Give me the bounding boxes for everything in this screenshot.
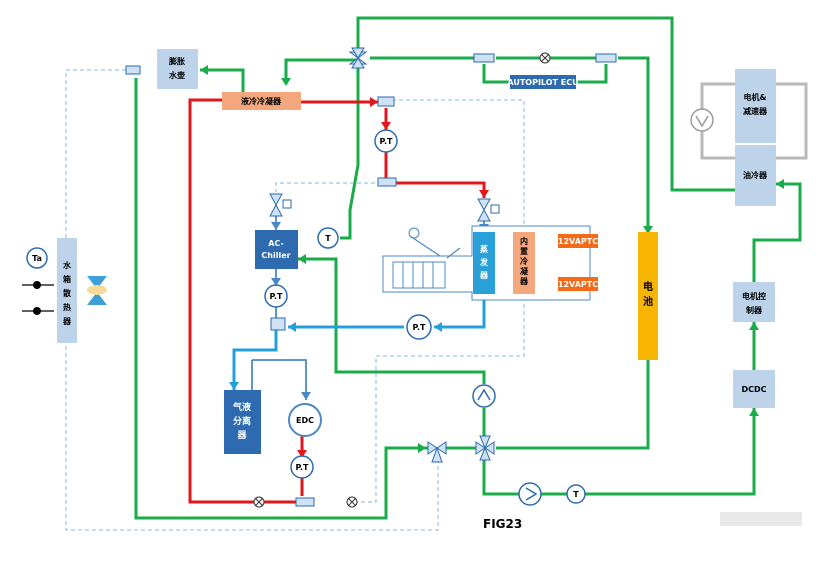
- svg-text:电机&: 电机&: [744, 92, 767, 102]
- pressure-temp-sensor-4: P.T: [290, 455, 314, 479]
- ambient-temp-sensor: Ta: [22, 247, 54, 315]
- expansion-valve-chiller: [269, 193, 292, 217]
- svg-text:置: 置: [520, 246, 528, 256]
- svg-text:T: T: [325, 234, 331, 243]
- svg-text:P.T: P.T: [413, 323, 426, 332]
- gas-liquid-separator: 气液 分离 器: [224, 390, 261, 454]
- svg-text:电机控: 电机控: [742, 291, 766, 301]
- evaporator: 蒸 发 器: [473, 232, 495, 294]
- ac-chiller: AC- Chiller: [255, 230, 298, 269]
- edc-compressor: EDC: [288, 403, 322, 437]
- svg-text:器: 器: [236, 430, 247, 441]
- svg-text:T: T: [573, 490, 579, 499]
- svg-text:制器: 制器: [746, 305, 763, 315]
- svg-text:油冷器: 油冷器: [743, 170, 768, 180]
- figure-label: FIG23: [483, 517, 522, 531]
- svg-text:P.T: P.T: [270, 292, 283, 301]
- svg-text:12VAPTC: 12VAPTC: [558, 237, 598, 246]
- liquid-condenser: 液冷冷凝器: [222, 92, 301, 110]
- svg-text:箱: 箱: [63, 274, 71, 284]
- autopilot-ecu: AUTOPILOT ECU: [507, 75, 579, 89]
- refrigerant-low-lines: [232, 294, 486, 390]
- four-way-valve-top: [348, 47, 368, 69]
- ptc-heater-top: 12VAPTC: [558, 234, 598, 248]
- svg-text:P.T: P.T: [380, 137, 393, 146]
- svg-text:膨胀: 膨胀: [168, 56, 185, 66]
- blower-fan-icon: [408, 227, 420, 239]
- oil-cooler: 油冷器: [735, 145, 776, 206]
- expansion-tank: 膨胀 水壶: [157, 49, 198, 89]
- svg-text:冷: 冷: [520, 256, 528, 266]
- svg-text:AUTOPILOT ECU: AUTOPILOT ECU: [507, 78, 578, 87]
- svg-text:EDC: EDC: [296, 416, 314, 425]
- four-way-valve-bottom: [475, 435, 495, 461]
- coolant-pump-upper: [472, 384, 496, 408]
- svg-text:蒸: 蒸: [480, 244, 488, 254]
- battery: 电 池: [638, 232, 658, 360]
- motor-controller: 电机控 制器: [733, 282, 775, 322]
- svg-text:AC-: AC-: [268, 239, 284, 248]
- temp-sensor-pump: T: [566, 484, 586, 504]
- svg-text:液冷冷凝器: 液冷冷凝器: [241, 96, 282, 106]
- pressure-temp-sensor-3: P.T: [406, 314, 432, 340]
- blower-grid: [392, 261, 446, 289]
- svg-text:电: 电: [643, 280, 653, 293]
- ptc-heater-bottom: 12VAPTC: [558, 277, 598, 291]
- svg-text:发: 发: [479, 257, 489, 267]
- svg-text:器: 器: [519, 277, 529, 286]
- svg-text:凝: 凝: [520, 266, 529, 276]
- internal-condenser: 内 置 冷 凝 器: [513, 232, 535, 294]
- svg-text:分离: 分离: [233, 415, 251, 427]
- svg-text:器: 器: [62, 317, 72, 326]
- motor-reducer: 电机& 减速器: [735, 69, 776, 143]
- temp-sensor-chiller: T: [317, 227, 339, 249]
- shutoff-valves: [253, 52, 551, 508]
- expansion-valve-evaporator: [477, 198, 500, 222]
- coolant-lines: [134, 16, 802, 520]
- svg-text:气液: 气液: [232, 401, 252, 413]
- oil-pump-icon: [690, 108, 714, 132]
- fan-icon: [87, 276, 107, 305]
- tee-junctions: [125, 53, 617, 507]
- svg-text:Ta: Ta: [32, 254, 42, 263]
- pressure-temp-sensor-1: P.T: [374, 129, 398, 153]
- three-way-valve-bottom-left: [427, 441, 447, 463]
- svg-text:12VAPTC: 12VAPTC: [558, 280, 598, 289]
- dcdc: DCDC: [733, 370, 775, 408]
- svg-text:Chiller: Chiller: [261, 251, 290, 260]
- oil-loop: [690, 82, 808, 160]
- coolant-pump-lower: [518, 482, 542, 506]
- svg-text:水壶: 水壶: [168, 70, 185, 80]
- watermark: [720, 512, 802, 526]
- radiator: 水 箱 散 热 器: [57, 238, 77, 343]
- svg-text:内: 内: [520, 236, 528, 246]
- svg-text:P.T: P.T: [296, 463, 309, 472]
- svg-text:热: 热: [63, 302, 71, 312]
- svg-text:水: 水: [62, 260, 72, 270]
- svg-text:池: 池: [643, 295, 653, 308]
- svg-text:减速器: 减速器: [743, 106, 768, 116]
- svg-text:器: 器: [479, 271, 489, 280]
- svg-text:DCDC: DCDC: [741, 385, 766, 394]
- pressure-temp-sensor-2: P.T: [264, 284, 288, 308]
- svg-text:散: 散: [63, 288, 72, 298]
